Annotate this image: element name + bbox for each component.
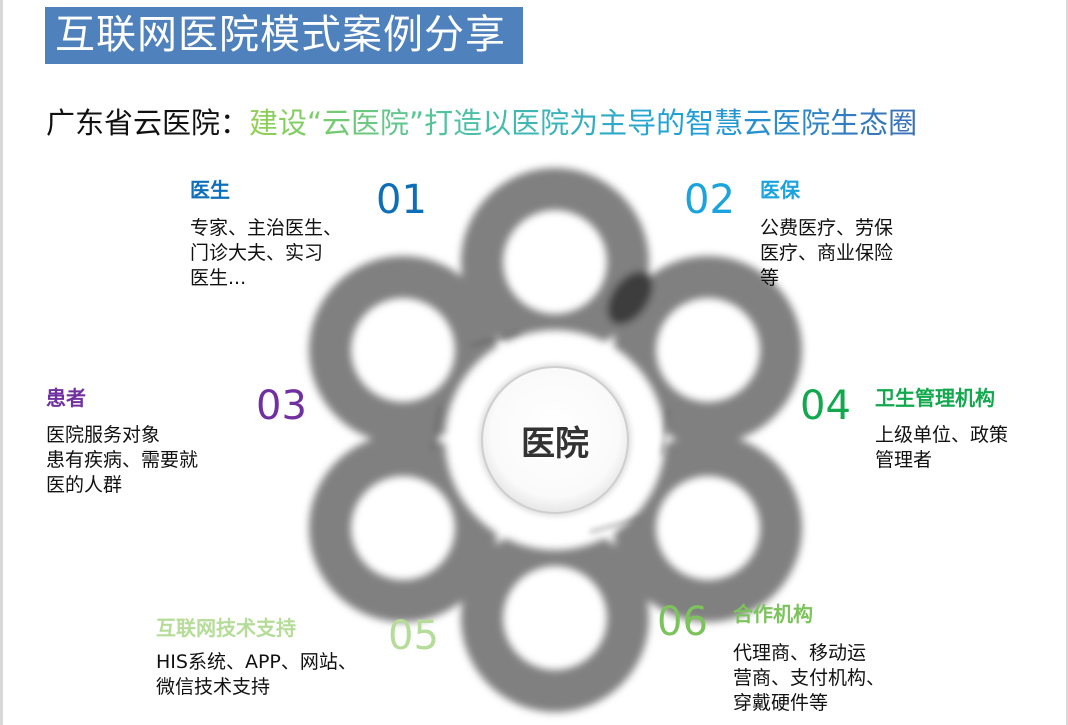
node-03-title: 患者 xyxy=(46,386,86,410)
node-01-title: 医生 xyxy=(190,178,230,202)
page-title: 互联网医院模式案例分享 xyxy=(45,7,523,64)
left-edge-border xyxy=(0,0,3,725)
node-03-number: 03 xyxy=(256,383,307,429)
node-02-number: 02 xyxy=(684,177,735,223)
node-01-number: 01 xyxy=(376,177,427,223)
center-hospital-label: 医院 xyxy=(521,423,589,464)
node-03-description: 医院服务对象 患有疾病、需要就 医的人群 xyxy=(46,424,199,496)
subtitle-prefix: 广东省云医院： xyxy=(46,106,250,140)
node-02-description: 公费医疗、劳保 医疗、商业保险 等 xyxy=(760,217,894,289)
subtitle: 广东省云医院：建设“云医院”打造以医院为主导的智慧云医院生态圈 xyxy=(46,100,917,146)
node-06-description: 代理商、移动运 营商、支付机构、 穿戴硬件等 xyxy=(733,642,886,714)
node-04-title: 卫生管理机构 xyxy=(875,386,995,410)
right-edge-border xyxy=(1066,0,1068,725)
node-04-description: 上级单位、政策 管理者 xyxy=(875,424,1009,471)
node-05-title: 互联网技术支持 xyxy=(156,616,296,640)
flower-petals xyxy=(309,168,802,712)
node-02-title: 医保 xyxy=(760,178,800,202)
node-06-title: 合作机构 xyxy=(733,602,813,626)
node-05-description: HIS系统、APP、网站、 微信技术支持 xyxy=(156,651,357,698)
node-01-description: 专家、主治医生、 门诊大夫、实习 医生... xyxy=(190,217,343,289)
node-06-number: 06 xyxy=(657,599,708,645)
subtitle-highlight: 建设“云医院”打造以医院为主导的智慧云医院生态圈 xyxy=(249,106,918,140)
node-05-number: 05 xyxy=(388,613,439,659)
node-04-number: 04 xyxy=(800,383,851,429)
